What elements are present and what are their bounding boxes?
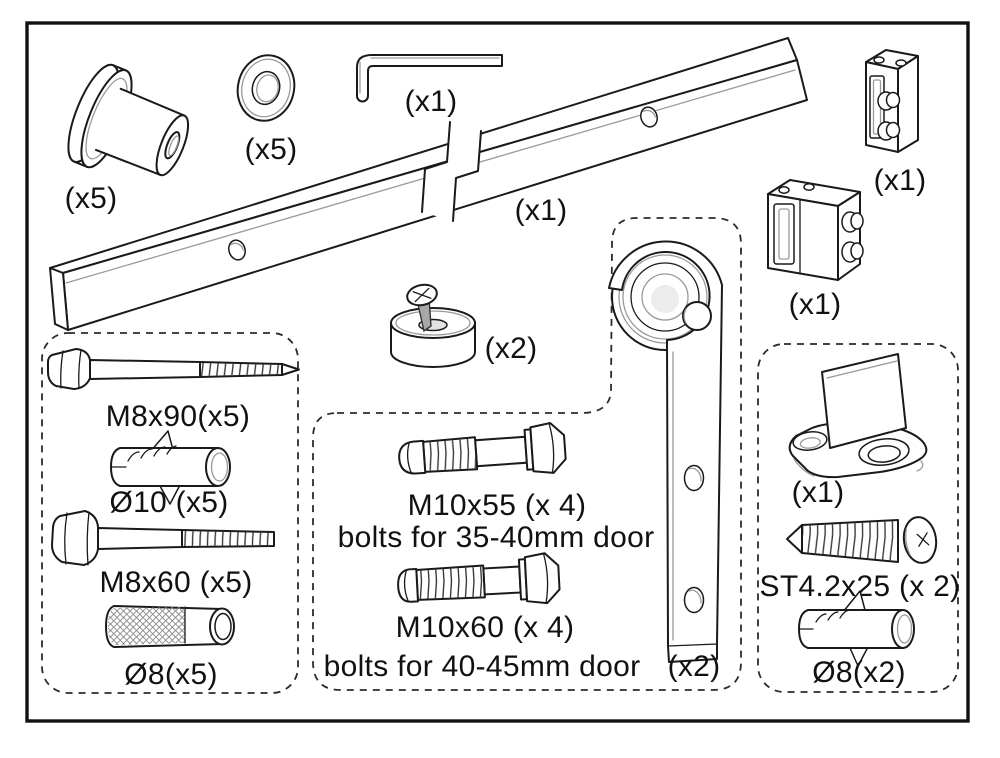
wall-fixings-box (41, 332, 299, 694)
spacer-tube-label: Ø8(x5) (124, 658, 218, 691)
rail-track (49, 37, 808, 331)
bolt55-note: bolts for 35-40mm door (338, 521, 655, 554)
allen-key-qty-label: (x1) (405, 85, 458, 118)
spacer-tube-8 (105, 605, 235, 648)
floor-guide (788, 353, 928, 479)
wall-spacer-qty-label: (x5) (65, 182, 118, 215)
hanger-strap (608, 240, 723, 663)
anti-jump-disc-qty-label: (x2) (485, 332, 538, 365)
hanger-hub-bolt (682, 301, 712, 331)
door-stop-large-peg (841, 241, 864, 263)
washer-qty-label: (x5) (245, 133, 298, 166)
rail-break-mask (422, 122, 481, 221)
allen-key (356, 54, 503, 103)
hex-bolt-m8x60 (51, 510, 275, 566)
roller-hanger-qty-label: (x2) (668, 650, 721, 683)
st-screw-head (902, 516, 938, 564)
anti-jump-disc (390, 283, 476, 368)
anchor10-label: Ø10 (x5) (109, 486, 228, 519)
floor-guide-fin (821, 353, 907, 449)
bolt55-label: M10x55 (x 4) (408, 489, 587, 522)
floor-guide-hole (792, 431, 828, 451)
floor-guide-qty-label: (x1) (792, 476, 845, 509)
door-stop-large (767, 179, 864, 281)
bolt60-label: M10x60 (x 4) (396, 611, 575, 644)
door-stop-small-peg (877, 121, 901, 141)
washer (236, 54, 296, 122)
wall-anchor-10 (110, 430, 231, 505)
st-screw (786, 516, 938, 564)
floor-guide-hole (858, 438, 910, 466)
door-stop-small-qty-label: (x1) (874, 164, 927, 197)
roller-hanger (608, 240, 723, 663)
bolt-m10x60 (397, 552, 561, 605)
door-stop-large-qty-label: (x1) (789, 288, 842, 321)
hex-bolt-label: M8x60 (x5) (99, 566, 252, 599)
rail-break-line-right (452, 130, 482, 222)
disc-screw-head (406, 283, 438, 307)
wall-anchor-8 (798, 590, 915, 667)
door-stop-small-peg (877, 91, 901, 111)
door-bolts-box (312, 217, 742, 691)
lag-screw-label: M8x90(x5) (106, 400, 250, 433)
door-stop-large-peg (841, 211, 864, 233)
bolt60-note: bolts for 40-45mm door (324, 650, 641, 683)
door-stop-small (865, 49, 919, 153)
rail-qty-label: (x1) (515, 194, 568, 227)
lag-screw-m8x90 (47, 348, 300, 390)
anchor8-label: Ø8(x2) (812, 656, 906, 689)
wall-spacer (67, 63, 190, 177)
rail-break-line-left (421, 121, 451, 213)
bolt-m10x55 (398, 422, 567, 475)
floor-guide-box (757, 343, 959, 693)
